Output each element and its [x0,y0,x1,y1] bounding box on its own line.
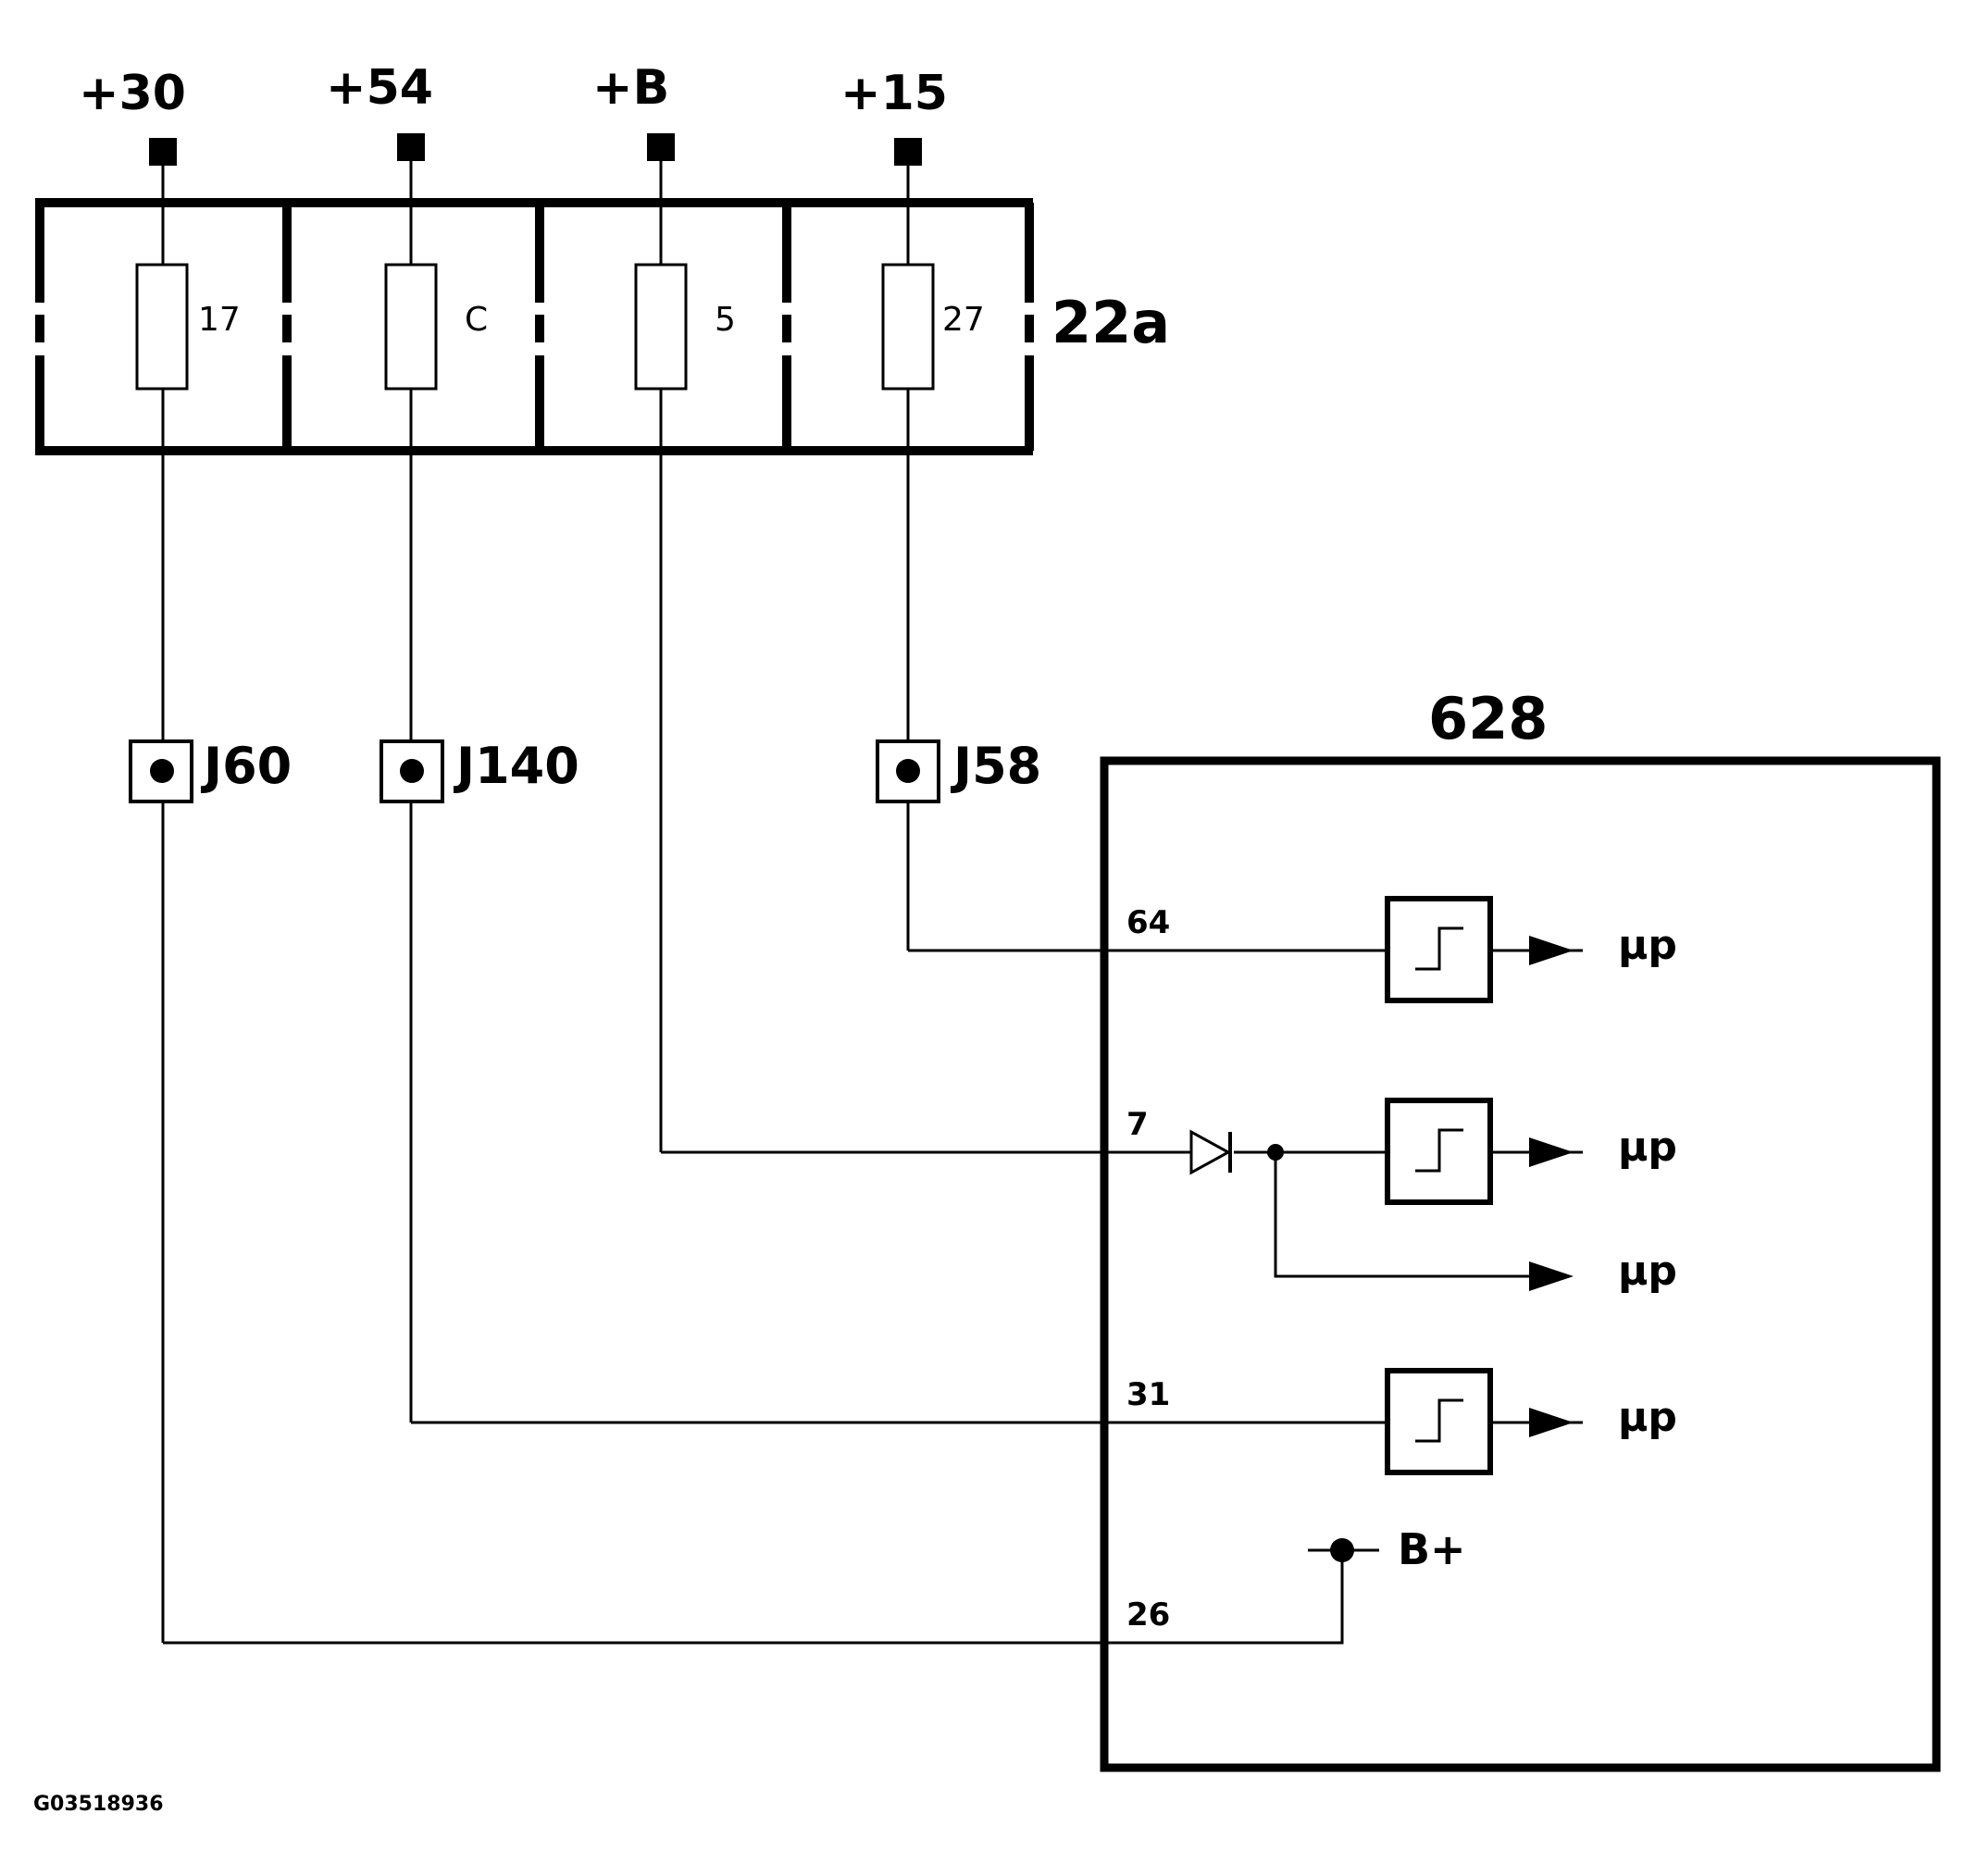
pin-label-7: 7 [1126,1106,1149,1143]
arrow-icon-3 [1529,1261,1574,1291]
fuse-27 [881,263,935,391]
pin-label-26: 26 [1126,1596,1170,1634]
diode-icon [1189,1129,1232,1175]
connector-j140 [380,739,444,803]
module-wires [163,949,1583,1645]
fuse-label-27: 27 [942,301,985,339]
fuse-label-c: C [465,301,488,339]
fuse-17 [135,263,189,391]
connector-label-j60: J60 [200,737,292,795]
supply-terminal-54 [397,133,425,161]
supply-terminal-b [647,133,675,161]
fuse-box-label: 22a [1051,289,1170,356]
arrow-icon-2 [1529,1137,1574,1167]
supply-terminal-15 [894,138,922,166]
output-label-3: µp [1618,1248,1677,1295]
output-label-2: µp [1618,1124,1677,1171]
module-628 [1100,756,1941,1772]
junction-dot [1267,1144,1284,1161]
fuse-5 [634,263,688,391]
connector-label-j58: J58 [950,737,1041,795]
fuse-label-17: 17 [198,301,241,339]
connector-j60 [129,739,193,803]
supply-label-15: +15 [840,66,948,121]
reference-code: G03518936 [33,1793,164,1816]
pin-label-31: 31 [1126,1376,1170,1413]
arrow-icon-4 [1529,1408,1574,1437]
connector-j58 [876,739,940,803]
supply-label-b: +B [592,60,669,116]
supply-terminal-30 [149,138,177,166]
fuse-c [384,263,438,391]
arrow-icon-1 [1529,936,1574,965]
output-label-4: µp [1618,1394,1677,1441]
supply-label-30: +30 [79,66,186,121]
schmitt-trigger-1 [1385,896,1493,1003]
output-label-1: µp [1618,922,1677,969]
fuse-label-5: 5 [715,301,736,339]
module-label: 628 [1428,685,1548,752]
schmitt-trigger-2 [1385,1098,1493,1205]
schmitt-trigger-3 [1385,1368,1493,1475]
connector-label-j140: J140 [453,737,579,795]
pin-label-64: 64 [1126,904,1170,941]
supply-label-54: +54 [326,60,433,116]
bplus-label: B+ [1398,1524,1466,1574]
bplus-node [1330,1538,1354,1562]
fuse-box [35,198,1034,455]
